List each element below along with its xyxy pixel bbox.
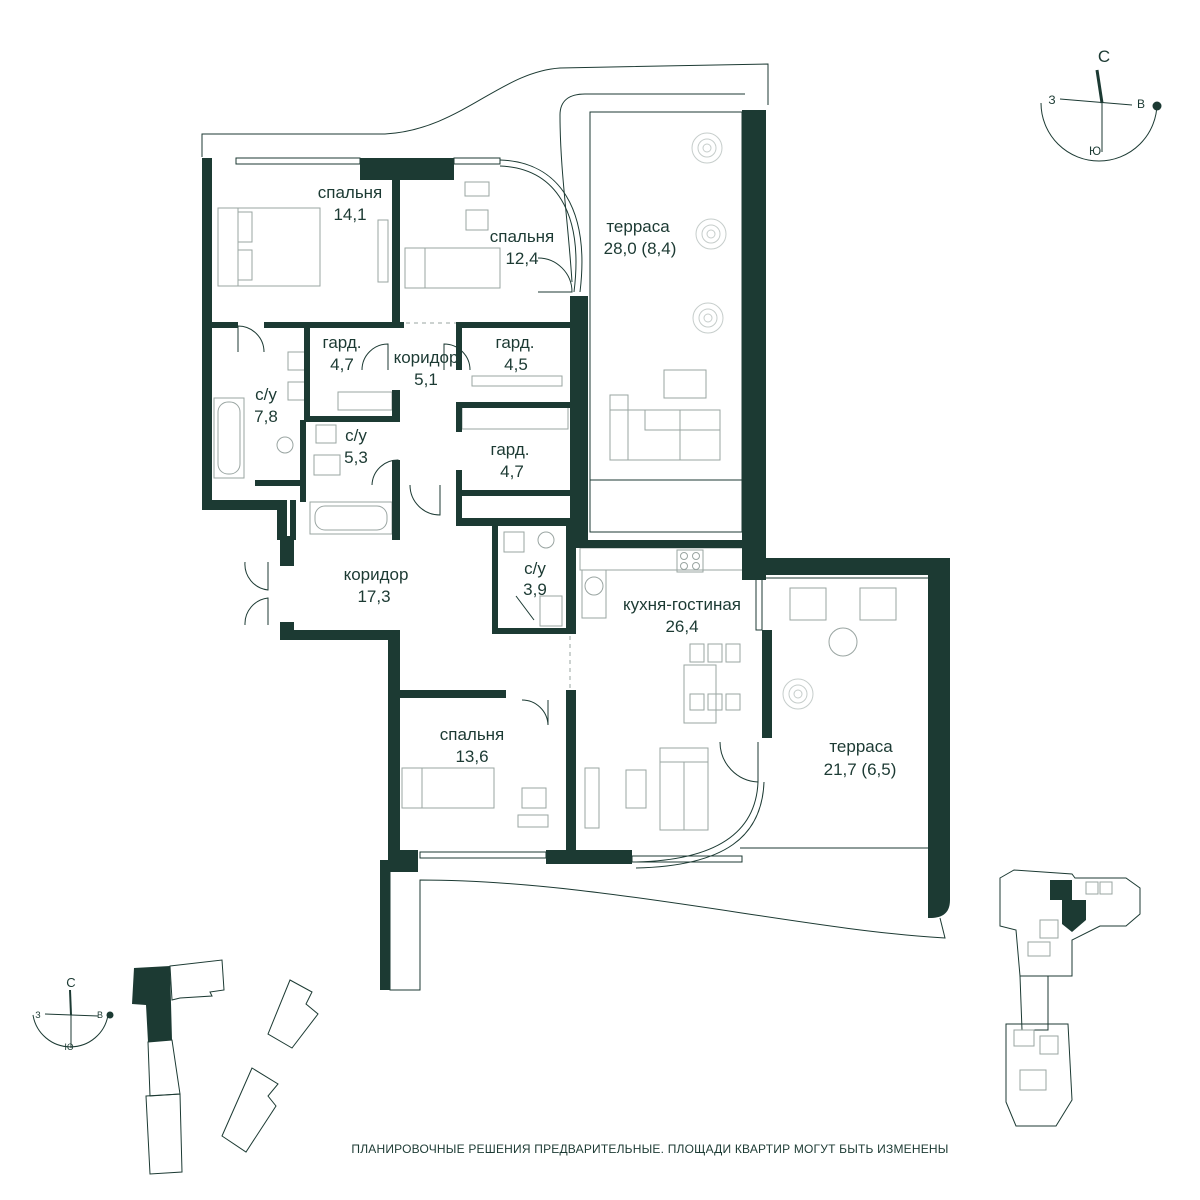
compass-north-label: С [1098,47,1110,66]
disclaimer-text: ПЛАНИРОВОЧНЫЕ РЕШЕНИЯ ПРЕДВАРИТЕЛЬНЫЕ. П… [351,1142,949,1156]
room-area-bath-2: 5,3 [344,448,368,467]
plant-icon [782,678,814,710]
room-area-bedroom-3: 13,6 [455,747,488,766]
room-area-bath-1: 7,8 [254,407,278,426]
plant-icon [695,218,727,250]
room-area-terrace-1: 28,0 (8,4) [604,239,677,258]
compass-main: С З В Ю [1040,47,1162,162]
furniture [213,181,746,831]
compass-east-dot [1152,101,1162,111]
room-name-wardrobe-1: гард. [323,333,362,352]
small-compass-north-label: С [66,975,75,990]
walls [202,110,950,990]
plant-icon [691,132,723,164]
compass-south-label: Ю [1089,144,1101,158]
room-name-terrace-2: терраса [829,737,893,756]
building-key-plan [999,869,1141,1127]
room-name-terrace-1: терраса [606,217,670,236]
room-area-wardrobe-1: 4,7 [330,355,354,374]
room-area-terrace-2: 21,7 (6,5) [824,760,897,779]
room-name-kitchen: кухня-гостиная [623,595,741,614]
balcony-outlines [201,63,946,991]
plant-icon [692,302,724,334]
compass-west-label: З [1048,93,1055,107]
room-name-corridor-1: коридор [394,348,459,367]
terrace-1 [589,111,743,533]
room-name-wardrobe-2: гард. [496,333,535,352]
room-name-bedroom-3: спальня [440,725,505,744]
room-name-bedroom-1: спальня [318,183,383,202]
terrace-2 [740,577,935,849]
room-area-bedroom-1: 14,1 [333,205,366,224]
room-area-bath-3: 3,9 [523,580,547,599]
room-area-bedroom-2: 12,4 [505,249,538,268]
room-area-wardrobe-2: 4,5 [504,355,528,374]
small-compass-west-label: З [35,1010,40,1020]
compass-small: С З В Ю [32,975,114,1052]
room-name-bedroom-2: спальня [490,227,555,246]
small-compass-east-label: В [97,1010,103,1020]
room-labels: спальня 14,1 спальня 12,4 терраса 28,0 (… [254,183,896,779]
site-plan [132,959,319,1175]
room-name-bath-1: с/у [255,385,277,404]
room-area-kitchen: 26,4 [665,617,698,636]
room-area-corridor-1: 5,1 [414,370,438,389]
room-name-bath-3: с/у [524,559,546,578]
room-name-bath-2: с/у [345,426,367,445]
room-name-wardrobe-3: гард. [491,440,530,459]
room-name-corridor-2: коридор [344,565,409,584]
room-area-corridor-2: 17,3 [357,587,390,606]
room-area-wardrobe-3: 4,7 [500,462,524,481]
compass-east-label: В [1137,97,1145,111]
small-compass-south-label: Ю [64,1042,73,1052]
